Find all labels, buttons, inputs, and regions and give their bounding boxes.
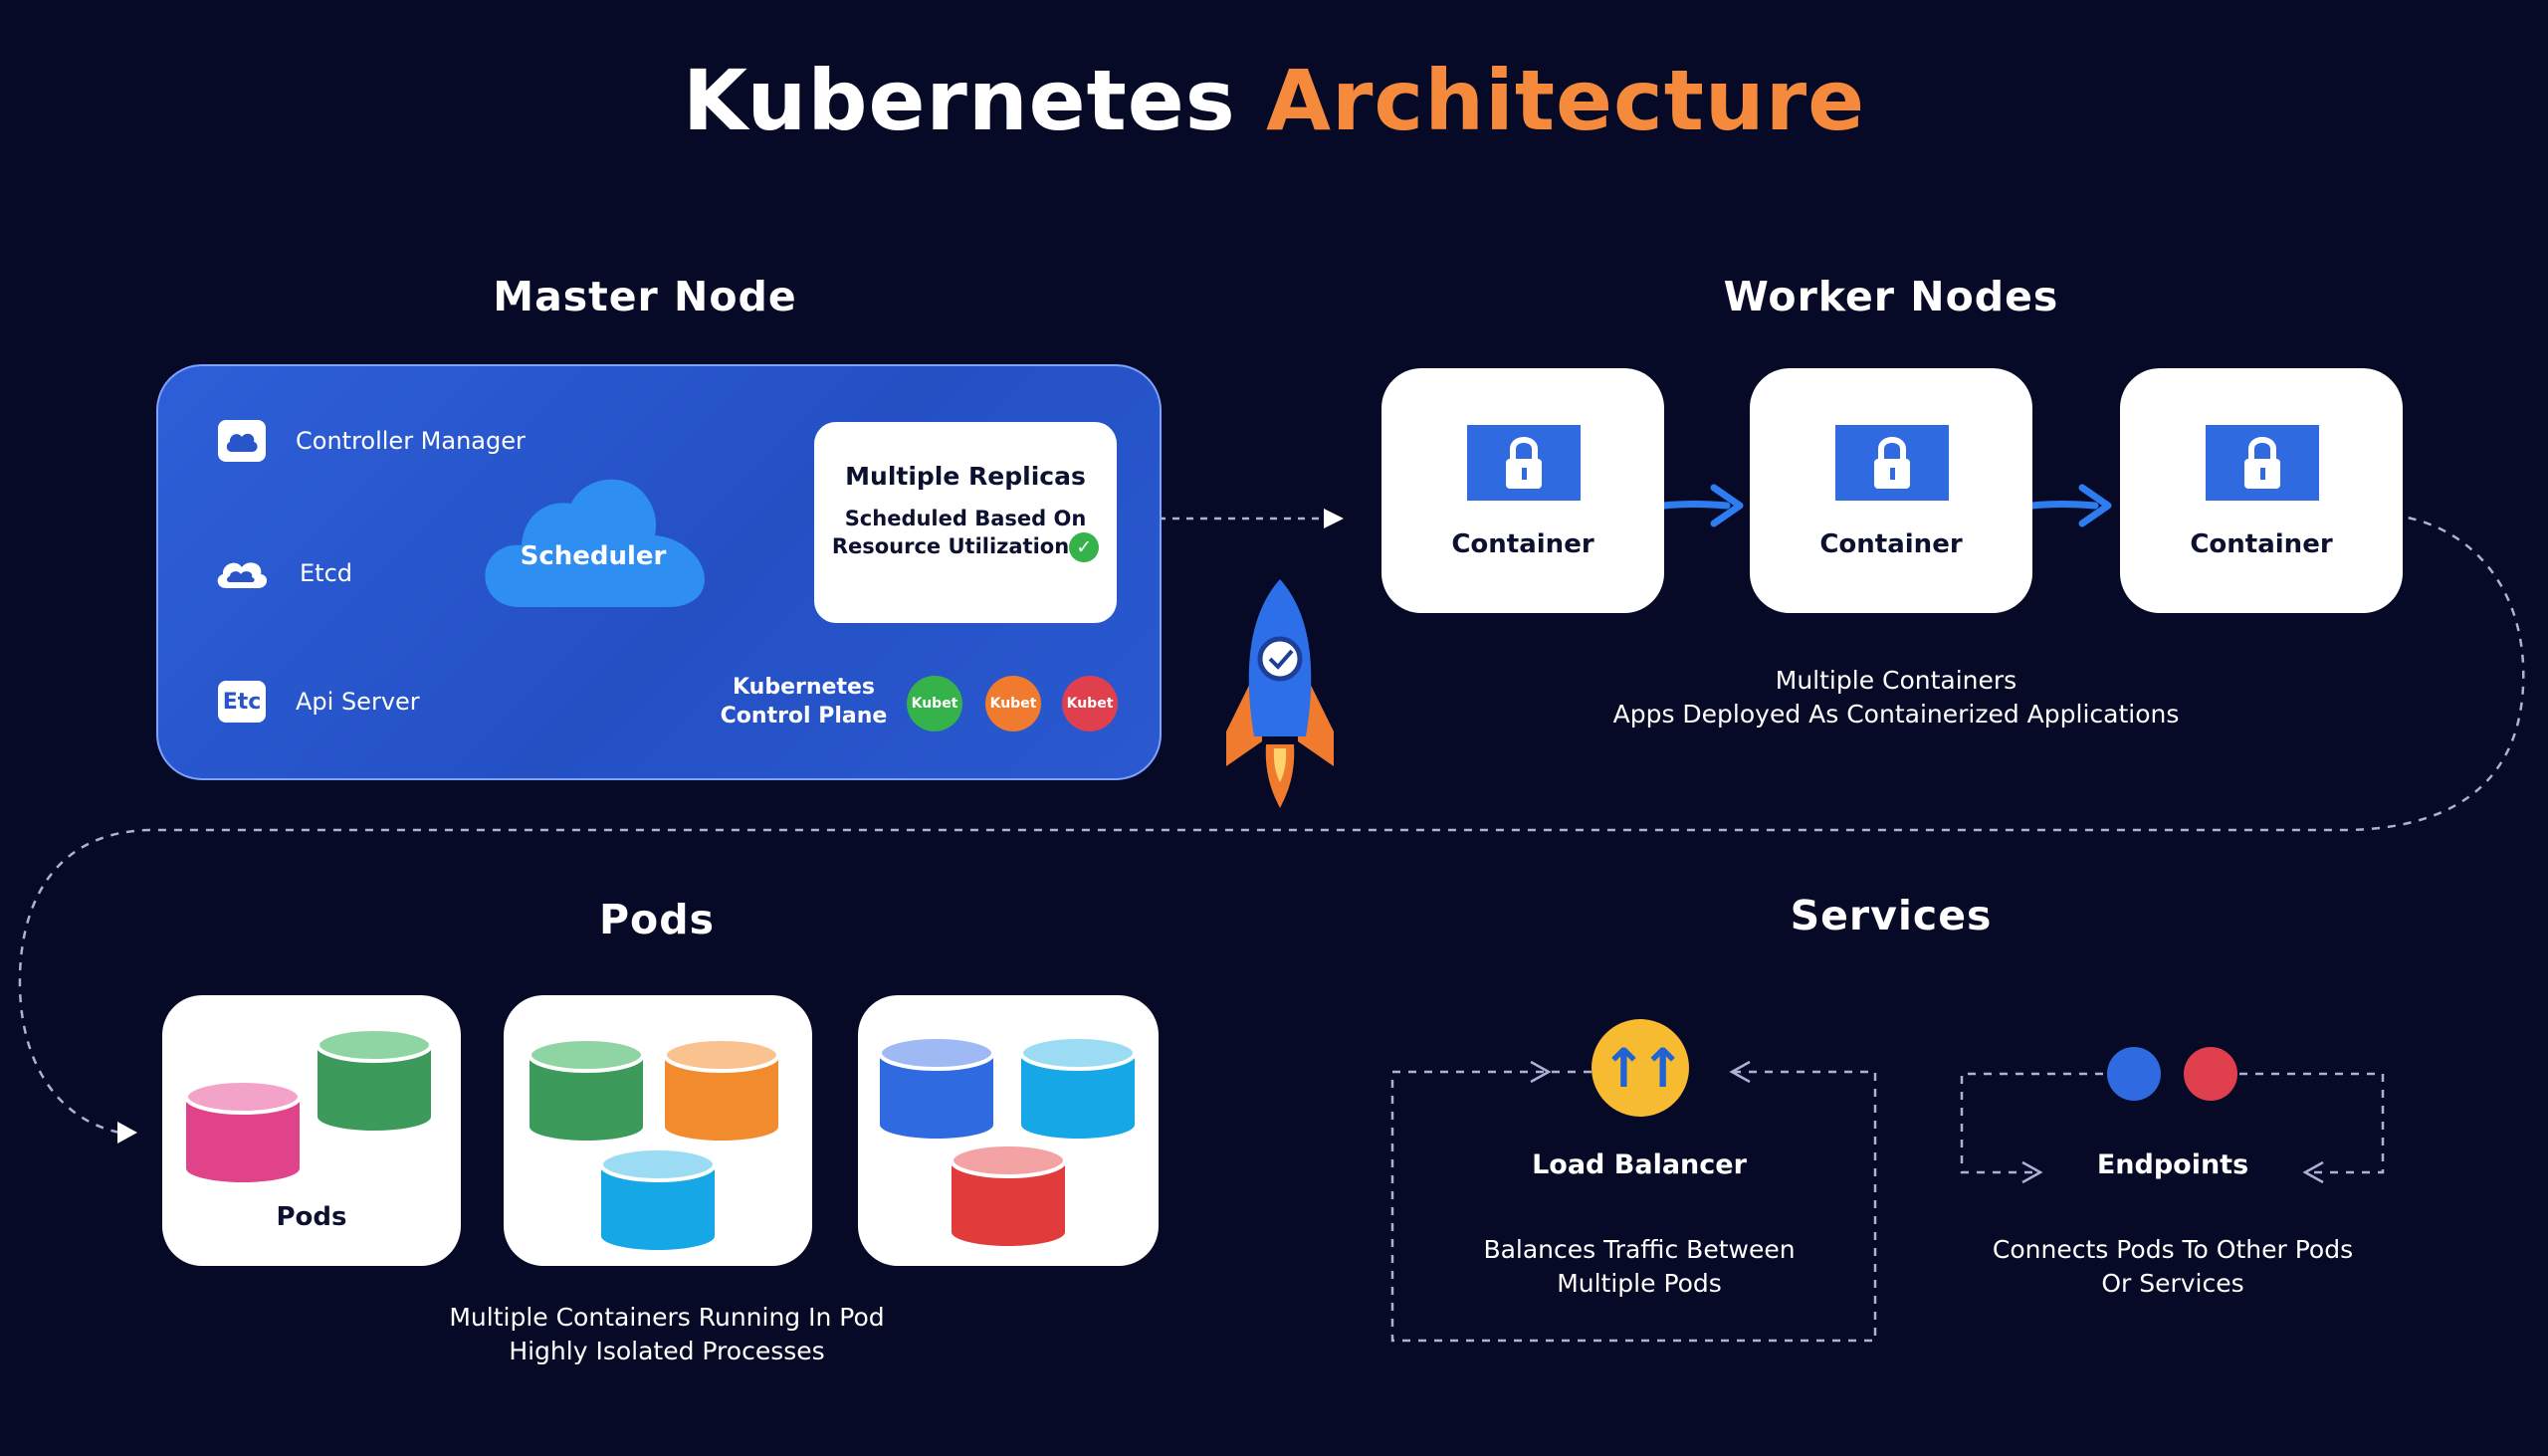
etc-icon: Etc: [218, 681, 266, 723]
cylinder-orange: [663, 1037, 780, 1141]
workers-caption: Multiple Containers Apps Deployed As Con…: [1244, 664, 2548, 731]
lb-frame-arrow-right: [1729, 1060, 1751, 1084]
pod-card-2: [504, 995, 812, 1266]
api-server-label: Api Server: [296, 688, 420, 716]
master-to-workers-arrowhead: [1324, 509, 1344, 528]
cylinder-cyan: [599, 1146, 717, 1250]
endpoints-desc: Connects Pods To Other Pods Or Services: [1951, 1233, 2395, 1301]
endpoints-frame-arrow-right: [2302, 1160, 2324, 1184]
load-balancer-desc: Balances Traffic Between Multiple Pods: [1423, 1233, 1855, 1301]
endpoints-frame-right: [2239, 1072, 2385, 1174]
control-plane-line1: Kubernetes: [733, 675, 875, 700]
control-plane-label: Kubernetes Control Plane: [697, 673, 911, 730]
cylinder-green: [316, 1027, 433, 1131]
etcd-label: Etcd: [300, 559, 353, 587]
kubet-badge-green: Kubet: [907, 676, 962, 731]
pods-caption: Multiple Containers Running In Pod Highl…: [269, 1301, 1065, 1368]
rocket-icon: [1226, 579, 1334, 808]
cylinder-blue: [878, 1035, 995, 1139]
container-label: Container: [1451, 529, 1594, 559]
loop-end-arrowhead: [117, 1122, 137, 1144]
pods-card-label: Pods: [276, 1202, 347, 1232]
pod-storage-icons: [878, 1035, 1137, 1246]
lb-frame-arrow-left: [1530, 1060, 1552, 1084]
endpoint-dot-red: [2184, 1047, 2237, 1101]
lock-icon: [1467, 425, 1581, 501]
endpoint-dot-blue: [2107, 1047, 2161, 1101]
worker-to-pods-loop: [18, 512, 2525, 1135]
replicas-title: Multiple Replicas: [845, 462, 1086, 491]
pods-caption-line1: Multiple Containers Running In Pod: [449, 1303, 885, 1332]
master-item-controller-manager: Controller Manager: [218, 420, 526, 462]
lock-icon: [2206, 425, 2319, 501]
endpoints-label: Endpoints: [2096, 1149, 2249, 1180]
container-label: Container: [1819, 529, 1963, 559]
check-icon: ✓: [1069, 532, 1100, 562]
container-flow-arrowhead-2: [2078, 484, 2112, 527]
endpoints-frame-left: [1960, 1072, 2103, 1174]
endpoints-frame-arrow-left: [2021, 1160, 2043, 1184]
container-card-3: Container: [2120, 368, 2403, 613]
workers-caption-line2: Apps Deployed As Containerized Applicati…: [1612, 700, 2180, 728]
endpoints-desc-line2: Or Services: [2101, 1269, 2244, 1298]
scheduler-cloud-icon: [485, 479, 705, 607]
replicas-line2: Resource Utilization: [831, 534, 1070, 558]
container-flow-arrowhead-1: [1710, 484, 1744, 527]
cylinder-green: [528, 1037, 645, 1141]
control-plane-line2: Control Plane: [720, 704, 888, 728]
arrows-up-icon: ↑↑: [1592, 1019, 1689, 1117]
load-balancer-frame: [1390, 1070, 1877, 1343]
controller-manager-label: Controller Manager: [296, 427, 526, 455]
kubet-badge-red: Kubet: [1062, 676, 1118, 731]
title-primary: Kubernetes: [682, 52, 1236, 149]
master-item-etcd: Etcd: [214, 552, 352, 594]
pods-caption-line2: Highly Isolated Processes: [509, 1337, 825, 1365]
pods-heading: Pods: [599, 896, 715, 943]
cylinder-cyan: [1019, 1035, 1137, 1139]
scheduler-label: Scheduler: [520, 541, 667, 571]
replicas-line1: Scheduled Based On: [844, 507, 1087, 530]
container-card-2: Container: [1750, 368, 2032, 613]
container-label: Container: [2190, 529, 2333, 559]
container-card-1: Container: [1381, 368, 1664, 613]
workers-caption-line1: Multiple Containers: [1775, 666, 2017, 695]
cylinder-red: [950, 1143, 1067, 1246]
cylinder-pink: [184, 1079, 302, 1182]
load-balancer-desc-line2: Multiple Pods: [1557, 1269, 1722, 1298]
master-node-heading: Master Node: [493, 273, 797, 320]
page-title: Kubernetes Architecture: [0, 52, 2548, 149]
title-accent: Architecture: [1266, 52, 1866, 149]
cloud-icon: [214, 552, 270, 594]
multiple-replicas-card: Multiple Replicas Scheduled Based On Res…: [814, 422, 1117, 623]
load-balancer-desc-line1: Balances Traffic Between: [1483, 1235, 1796, 1264]
endpoints-desc-line1: Connects Pods To Other Pods: [1992, 1235, 2354, 1264]
kubet-badge-orange: Kubet: [985, 676, 1041, 731]
pod-storage-icons: [528, 1037, 780, 1250]
worker-nodes-heading: Worker Nodes: [1723, 273, 2059, 320]
pod-card-1: Pods: [162, 995, 461, 1266]
load-balancer-label: Load Balancer: [1532, 1149, 1747, 1180]
pod-storage-icons: [184, 1027, 433, 1182]
pod-card-3: [858, 995, 1159, 1266]
cloud-icon: [218, 420, 266, 462]
services-heading: Services: [1790, 892, 1993, 939]
lock-icon: [1835, 425, 1949, 501]
master-item-api-server: Etc Api Server: [218, 681, 420, 723]
